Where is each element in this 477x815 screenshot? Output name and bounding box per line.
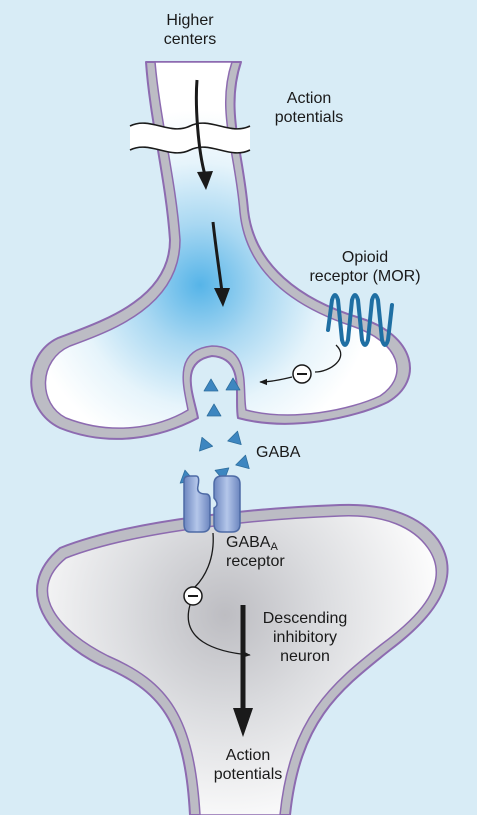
- action-potentials-bottom-line1: Action: [225, 747, 271, 764]
- action-potentials-top-line2: potentials: [274, 109, 344, 126]
- gaba-a-subscript: A: [270, 541, 278, 553]
- descending-neuron-label: Descending inhibitory neuron: [250, 609, 360, 666]
- descending-neuron-line2: inhibitory: [272, 629, 338, 646]
- descending-neuron-line1: Descending: [262, 610, 348, 627]
- gaba-a-receptor-label: GABAA receptor: [226, 533, 316, 571]
- gaba-a-receptor-line1: GABAA: [226, 533, 316, 553]
- action-potential-break: [129, 122, 251, 154]
- opioid-receptor-icon: [326, 293, 394, 347]
- opioid-receptor-line2: receptor (MOR): [309, 268, 421, 285]
- presynaptic-interior: [44, 61, 398, 429]
- opioid-receptor-label: Opioid receptor (MOR): [300, 248, 430, 286]
- action-potentials-bottom-line2: potentials: [213, 766, 283, 783]
- action-potentials-top-line1: Action: [286, 90, 332, 107]
- gaba-a-receptor-icon: [183, 475, 241, 533]
- descending-neuron-line3: neuron: [280, 648, 330, 665]
- gaba-a-inhibition-pathway: [183, 532, 251, 658]
- gaba-label: GABA: [256, 444, 301, 461]
- action-potential-arrows: [194, 79, 230, 307]
- gaba-a-main-text: GABA: [226, 534, 271, 551]
- higher-centers-label: Higher centers: [150, 11, 230, 49]
- higher-centers-line2: centers: [163, 31, 217, 48]
- higher-centers-line1: Higher: [166, 12, 214, 29]
- action-potentials-top-label: Action potentials: [264, 89, 354, 127]
- descending-arrow: [233, 605, 253, 737]
- gaba-a-receptor-line2: receptor: [226, 553, 285, 570]
- action-potentials-bottom-label: Action potentials: [203, 746, 293, 784]
- mor-inhibition-pathway: [259, 344, 342, 386]
- opioid-receptor-line1: Opioid: [341, 249, 389, 266]
